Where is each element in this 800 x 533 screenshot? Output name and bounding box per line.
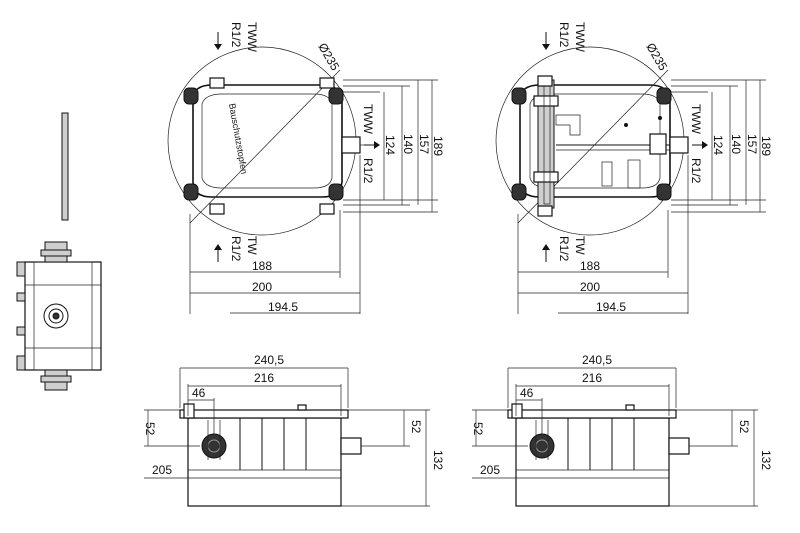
side-view-box (16, 241, 102, 391)
dim-216-1: 216 (254, 371, 274, 385)
label-r12-right-1: R1/2 (361, 158, 375, 184)
dim-189-1: 189 (431, 136, 445, 156)
label-diam-2: Ø235 (643, 41, 670, 74)
dim-157-1: 157 (417, 134, 431, 154)
dim-124-1: 124 (383, 135, 397, 155)
dim-2405-1: 240,5 (254, 353, 284, 367)
dim-52-right-1: 52 (409, 420, 423, 434)
dim-205-1: 205 (152, 463, 172, 477)
dim-216-2: 216 (582, 371, 602, 385)
dim-46-1: 46 (192, 386, 206, 400)
front-view-right (472, 367, 758, 507)
dim-52-right-2: 52 (737, 420, 751, 434)
label-tww-top-2: TWW (573, 22, 587, 53)
label-tww-right-2: TWW (689, 104, 703, 135)
label-r12-top-1: R1/2 (229, 22, 243, 48)
dim-1945-1: 194.5 (268, 300, 298, 314)
dim-124-2: 124 (711, 135, 725, 155)
label-tw-bottom-1: TW (245, 236, 259, 255)
dim-200-1: 200 (252, 280, 272, 294)
label-r12-bottom-2: R1/2 (557, 236, 571, 262)
top-view-left (167, 32, 438, 314)
front-view-left (144, 367, 430, 507)
dim-157-2: 157 (745, 134, 759, 154)
dim-1945-2: 194.5 (596, 300, 626, 314)
dim-188-2: 188 (580, 259, 600, 273)
label-r12-bottom-1: R1/2 (229, 236, 243, 262)
label-cap-1: Bauschutzstopfen (227, 103, 249, 175)
label-tw-bottom-2: TW (573, 236, 587, 255)
label-tww-top-1: TWW (245, 22, 259, 53)
dim-46-2: 46 (520, 386, 534, 400)
dim-2405-2: 240,5 (582, 353, 612, 367)
label-r12-top-2: R1/2 (557, 22, 571, 48)
dim-140-2: 140 (729, 134, 743, 154)
label-r12-right-2: R1/2 (689, 158, 703, 184)
dim-52-left-1: 52 (143, 422, 157, 436)
dim-52-left-2: 52 (471, 422, 485, 436)
label-tww-right-1: TWW (361, 104, 375, 135)
dim-200-2: 200 (580, 280, 600, 294)
dim-205-2: 205 (480, 463, 500, 477)
dim-188-1: 188 (252, 259, 272, 273)
dim-189-2: 189 (759, 136, 773, 156)
dim-132-1: 132 (431, 450, 445, 470)
pipe-rod (61, 112, 69, 221)
dim-140-1: 140 (401, 134, 415, 154)
top-view-right (495, 32, 766, 314)
dim-132-2: 132 (759, 450, 773, 470)
label-diam-1: Ø235 (315, 41, 342, 74)
